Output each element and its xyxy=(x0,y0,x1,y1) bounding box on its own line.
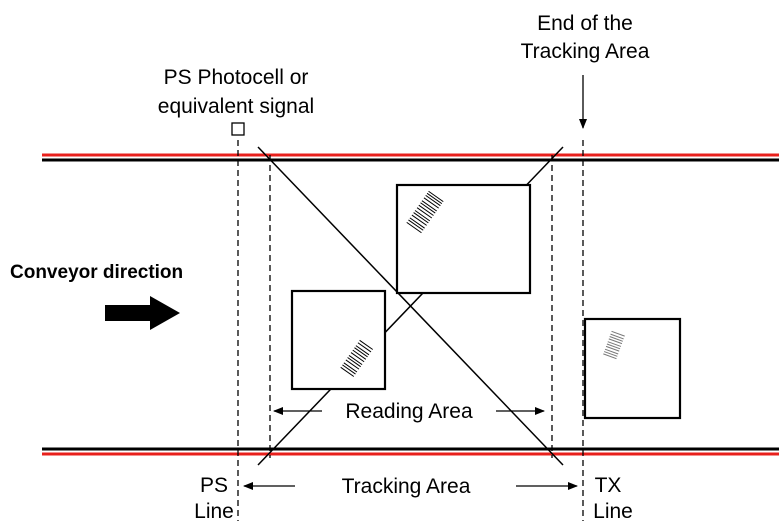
barcode-icon xyxy=(340,338,374,378)
tx-line-label-line1: TX xyxy=(595,474,622,497)
top-rail xyxy=(42,153,779,162)
conveyor-direction-arrow-icon xyxy=(105,296,180,330)
reading-area-label: Reading Area xyxy=(345,400,473,423)
barcode-icon xyxy=(406,190,444,234)
photocell-icon xyxy=(231,122,245,136)
ps-photocell-label-line2: equivalent signal xyxy=(158,95,314,118)
parcel-upper xyxy=(395,183,532,295)
end-tracking-label-line1: End of the xyxy=(537,12,633,35)
ps-photocell-label-line1: PS Photocell or xyxy=(164,66,309,89)
barcode-icon xyxy=(602,330,626,360)
tx-line-label-line2: Line xyxy=(593,500,633,521)
tracking-area-label: Tracking Area xyxy=(342,475,471,498)
ps-line-label-line1: PS xyxy=(200,474,228,497)
ps-line-label-line2: Line xyxy=(194,500,234,521)
end-tracking-label-line2: Tracking Area xyxy=(521,40,650,63)
parcel-lower xyxy=(290,289,387,391)
bottom-rail xyxy=(42,447,779,456)
parcel-exited xyxy=(583,317,682,420)
conveyor-direction-label: Conveyor direction xyxy=(10,262,183,283)
